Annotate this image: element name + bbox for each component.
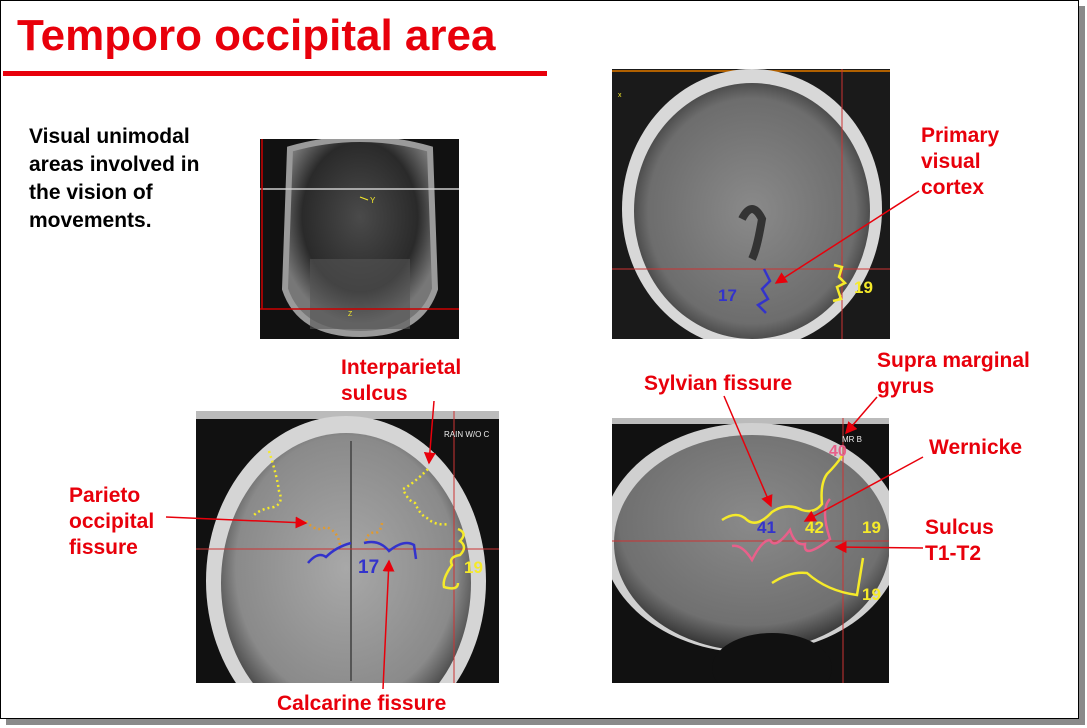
label-line: Primary — [921, 124, 1000, 147]
label-line: cortex — [921, 176, 985, 199]
label-sulcus-t1-t2: Sulcus T1-T2 — [925, 515, 994, 567]
label-line: fissure — [69, 536, 138, 559]
marker-y: Y — [370, 196, 376, 205]
description-line: Visual unimodal — [29, 125, 190, 148]
area-40-label: 40 — [829, 443, 847, 460]
label-line: Sulcus — [925, 516, 994, 539]
area-17-label: 17 — [358, 557, 379, 578]
label-parieto-occipital-fissure: Parieto occipital fissure — [69, 483, 154, 561]
description-line: the vision of — [29, 181, 153, 204]
area-41-label: 41 — [757, 518, 776, 537]
description-text: Visual unimodal areas involved in the vi… — [29, 123, 249, 235]
label-sylvian-fissure: Sylvian fissure — [644, 372, 793, 395]
axis-z: Z — [348, 311, 353, 318]
label-wernicke: Wernicke — [929, 436, 1022, 459]
coronal-small-scan: Y Z — [260, 139, 459, 339]
label-line: gyrus — [877, 375, 935, 398]
scan-overlay-text: MR B — [842, 435, 862, 444]
label-line: T1-T2 — [925, 542, 982, 565]
coronal-scan: 17 19 RAIN W/O C — [196, 411, 499, 683]
area-19-label: 19 — [862, 585, 881, 604]
axial-scan: 17 19 x — [612, 69, 890, 339]
description-line: areas involved in — [29, 153, 200, 176]
area-19-label: 19 — [862, 518, 881, 537]
area-19-label: 19 — [854, 278, 873, 297]
label-interparietal-sulcus: Interparietal sulcus — [341, 355, 461, 407]
area-19-label: 19 — [464, 558, 483, 577]
label-line: visual — [921, 150, 981, 173]
sagittal-scan: 40 41 42 19 19 MR B — [612, 418, 889, 683]
scan-overlay-text: RAIN W/O C — [444, 430, 490, 439]
slide-title: Temporo occipital area — [17, 11, 496, 60]
label-line: Interparietal — [341, 356, 462, 379]
label-calcarine-fissure: Calcarine fissure — [277, 692, 447, 715]
area-17-label: 17 — [718, 286, 737, 305]
label-line: Parieto — [69, 484, 141, 507]
axis-x: x — [618, 92, 622, 99]
title-underline — [3, 71, 547, 76]
label-primary-visual-cortex: Primary visual cortex — [921, 123, 999, 201]
label-line: sulcus — [341, 382, 408, 405]
description-line: movements. — [29, 209, 152, 232]
label-line: occipital — [69, 510, 155, 533]
label-supra-marginal-gyrus: Supra marginal gyrus — [877, 348, 1030, 400]
area-42-label: 42 — [805, 518, 824, 537]
label-line: Supra marginal — [877, 349, 1030, 372]
